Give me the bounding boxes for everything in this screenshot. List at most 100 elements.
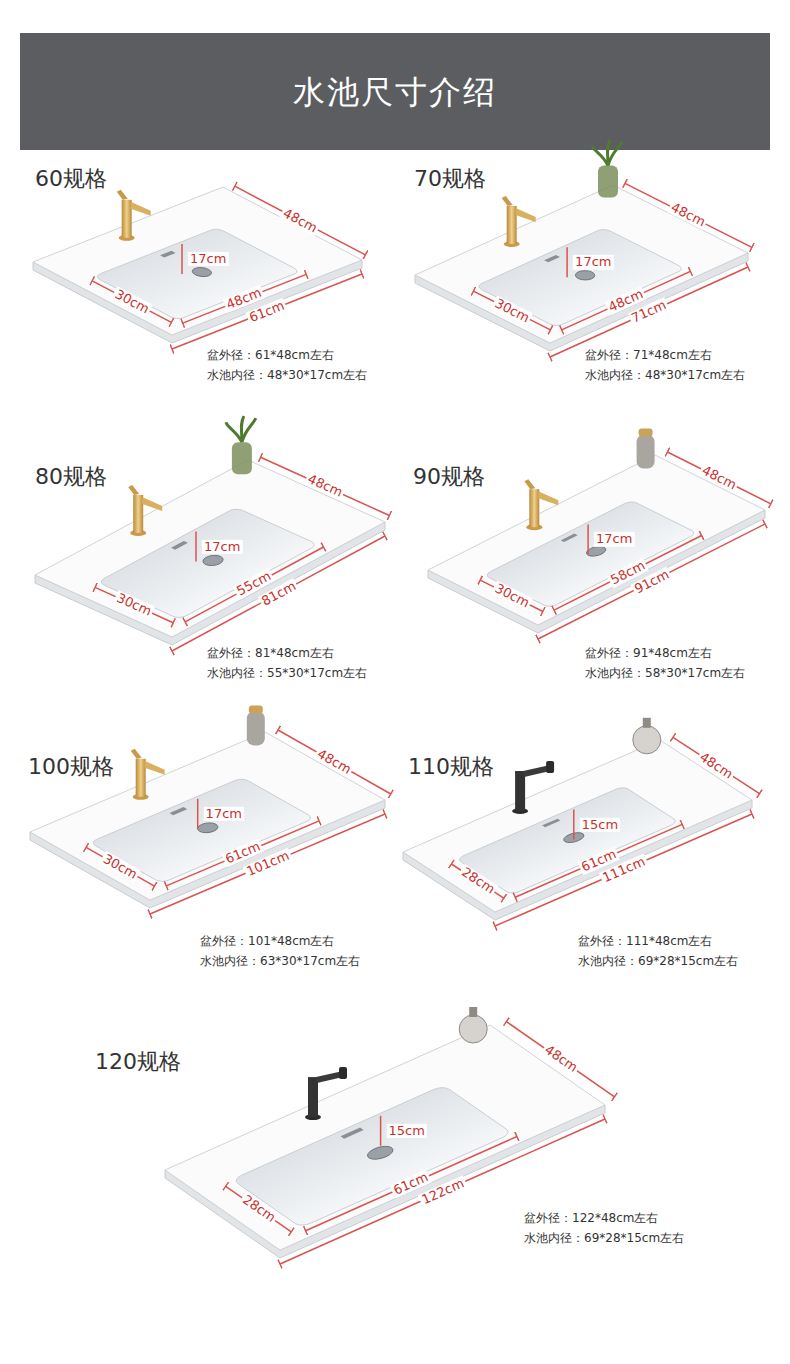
dimension-label: 30cm	[99, 851, 141, 883]
sink-figure	[33, 186, 365, 349]
header-band	[20, 33, 770, 150]
vase	[459, 1007, 487, 1043]
faucet	[512, 761, 554, 814]
dimension-line	[573, 810, 575, 840]
dimension-line	[480, 580, 543, 611]
dimension-line	[506, 1022, 614, 1097]
dimension-lines	[95, 457, 389, 651]
outer-size-note: 盆外径：61*48cm左右	[207, 348, 334, 362]
inner-size-note: 水池内径：58*30*17cm左右	[585, 666, 745, 680]
dimension-line	[587, 524, 589, 554]
dimension-label: 17cm	[202, 539, 242, 553]
spec-name: 80规格	[35, 464, 107, 490]
dimension-lines	[226, 1022, 615, 1264]
dimension-line	[673, 737, 760, 793]
sink-figure	[165, 1007, 615, 1264]
faucet	[502, 196, 536, 247]
vase	[226, 416, 256, 474]
outer-size-note: 盆外径：91*48cm左右	[585, 646, 712, 660]
vase	[637, 429, 655, 469]
dimension-line	[172, 274, 362, 349]
spec-name: 120规格	[95, 1049, 181, 1075]
spec-name: 100规格	[28, 754, 114, 780]
dimension-line	[538, 524, 765, 639]
faucet	[131, 749, 165, 800]
dimension-line	[261, 457, 390, 515]
dimension-lines	[480, 452, 771, 639]
dimension-label: 48cm	[695, 748, 737, 782]
dimension-lines	[473, 183, 752, 357]
dimension-line	[185, 547, 323, 622]
dimension-label: 17cm	[204, 807, 244, 821]
dimension-line	[473, 291, 550, 330]
inner-size-note: 水池内径：63*30*17cm左右	[200, 954, 360, 968]
dimension-line	[197, 799, 199, 829]
dimension-lines	[451, 737, 759, 926]
spec-name: 60规格	[35, 166, 107, 192]
dimension-line	[235, 186, 366, 255]
dimension-label: 48cm	[279, 205, 321, 236]
dimension-line	[554, 536, 702, 611]
dimension-line	[451, 864, 503, 898]
dimension-line	[495, 814, 752, 926]
dimension-label: 17cm	[594, 532, 634, 546]
faucet	[128, 485, 162, 536]
dimension-line	[566, 247, 568, 277]
dimension-label: 48cm	[304, 472, 347, 502]
dimension-line	[181, 244, 183, 274]
inner-size-note: 水池内径：48*30*17cm左右	[207, 368, 367, 382]
sink-figure	[35, 416, 389, 651]
spec-name: 110规格	[408, 754, 494, 780]
inner-size-note: 水池内径：55*30*17cm左右	[207, 666, 367, 680]
vase	[633, 718, 661, 754]
sink-figure	[30, 705, 391, 914]
spec-name: 90规格	[413, 464, 485, 490]
dimension-label: 30cm	[491, 295, 533, 326]
spec-name: 70规格	[414, 166, 486, 192]
dimension-line	[625, 183, 752, 247]
dimension-label: 28cm	[457, 864, 499, 898]
dimension-lines	[92, 186, 365, 349]
dimension-line	[380, 1116, 382, 1146]
outer-size-note: 盆外径：111*48cm左右	[578, 934, 712, 948]
dimension-label: 48cm	[313, 746, 355, 778]
vase	[247, 705, 265, 745]
outer-size-note: 盆外径：101*48cm左右	[200, 934, 334, 948]
dimension-line	[150, 814, 385, 914]
sink-figure	[428, 429, 771, 639]
dimension-label: 48cm	[698, 462, 740, 493]
dimension-line	[86, 847, 154, 886]
sink-top	[35, 460, 385, 637]
dimension-line	[172, 536, 385, 651]
faucet	[117, 190, 151, 241]
sink-top	[33, 187, 362, 335]
dimension-lines	[86, 730, 391, 914]
sink-top	[415, 185, 748, 343]
dimension-line	[183, 274, 307, 323]
dimension-label: 17cm	[573, 255, 613, 269]
sink-figure	[403, 718, 760, 926]
dimension-line	[306, 1137, 517, 1231]
dimension-line	[92, 281, 171, 323]
dimension-label: 17cm	[188, 252, 228, 266]
dimension-label: 30cm	[113, 590, 156, 620]
dimension-line	[195, 532, 197, 562]
sink-top	[403, 740, 752, 912]
dimension-label: 28cm	[238, 1192, 279, 1227]
outer-size-note: 盆外径：81*48cm左右	[207, 646, 334, 660]
outer-size-note: 盆外径：122*48cm左右	[524, 1211, 658, 1225]
dimension-line	[226, 1186, 292, 1232]
outer-size-note: 盆外径：71*48cm左右	[585, 348, 712, 362]
dimension-label: 15cm	[387, 1124, 427, 1138]
inner-size-note: 水池内径：69*28*15cm左右	[578, 954, 738, 968]
dimension-line	[278, 730, 391, 794]
inner-size-note: 水池内径：69*28*15cm左右	[524, 1231, 684, 1245]
dimension-line	[515, 824, 682, 897]
dimension-label: 30cm	[111, 286, 153, 317]
sink-figure	[415, 140, 752, 357]
dimension-line	[667, 452, 770, 504]
page-title: 水池尺寸介绍	[293, 73, 497, 111]
dimension-line	[166, 821, 319, 886]
dimension-label: 30cm	[490, 580, 532, 611]
